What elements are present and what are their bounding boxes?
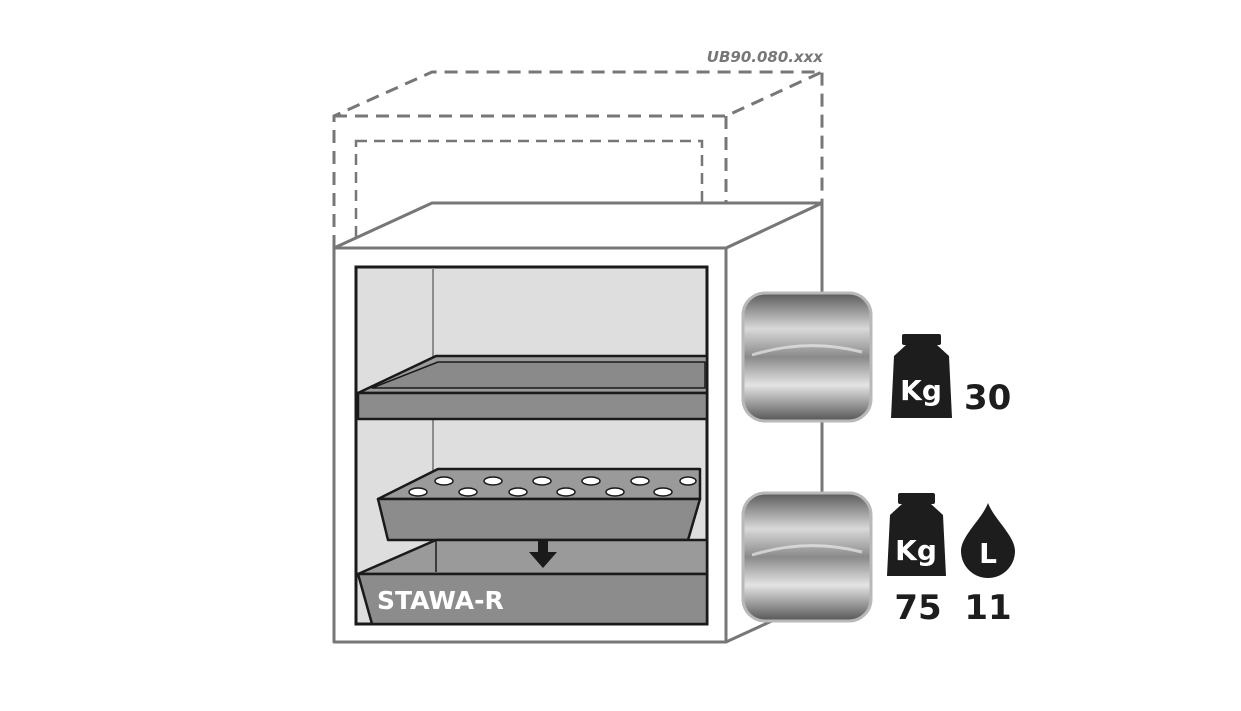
lower-weight-value: 75 [894,588,941,628]
upper-weight-value: 30 [964,378,1011,418]
lower-volume-icon: L [961,503,1015,578]
model-label: UB90.080.xxx [707,48,825,66]
down-arrow-icon [529,541,557,568]
upper-weight-unit: Kg [900,374,942,407]
lower-weight-icon: Kg [887,493,946,576]
upper-weight-icon: Kg [891,334,952,418]
lower-weight-unit: Kg [895,534,937,567]
tray-label: STAWA-R [377,586,504,615]
perforated-insert [376,467,702,542]
sump-tray [356,538,709,626]
lower-shelf-material-icon [741,491,873,623]
lower-volume-value: 11 [964,588,1011,628]
upper-shelf [356,354,709,421]
lower-volume-unit: L [979,537,997,570]
upper-shelf-material-icon [741,291,873,423]
